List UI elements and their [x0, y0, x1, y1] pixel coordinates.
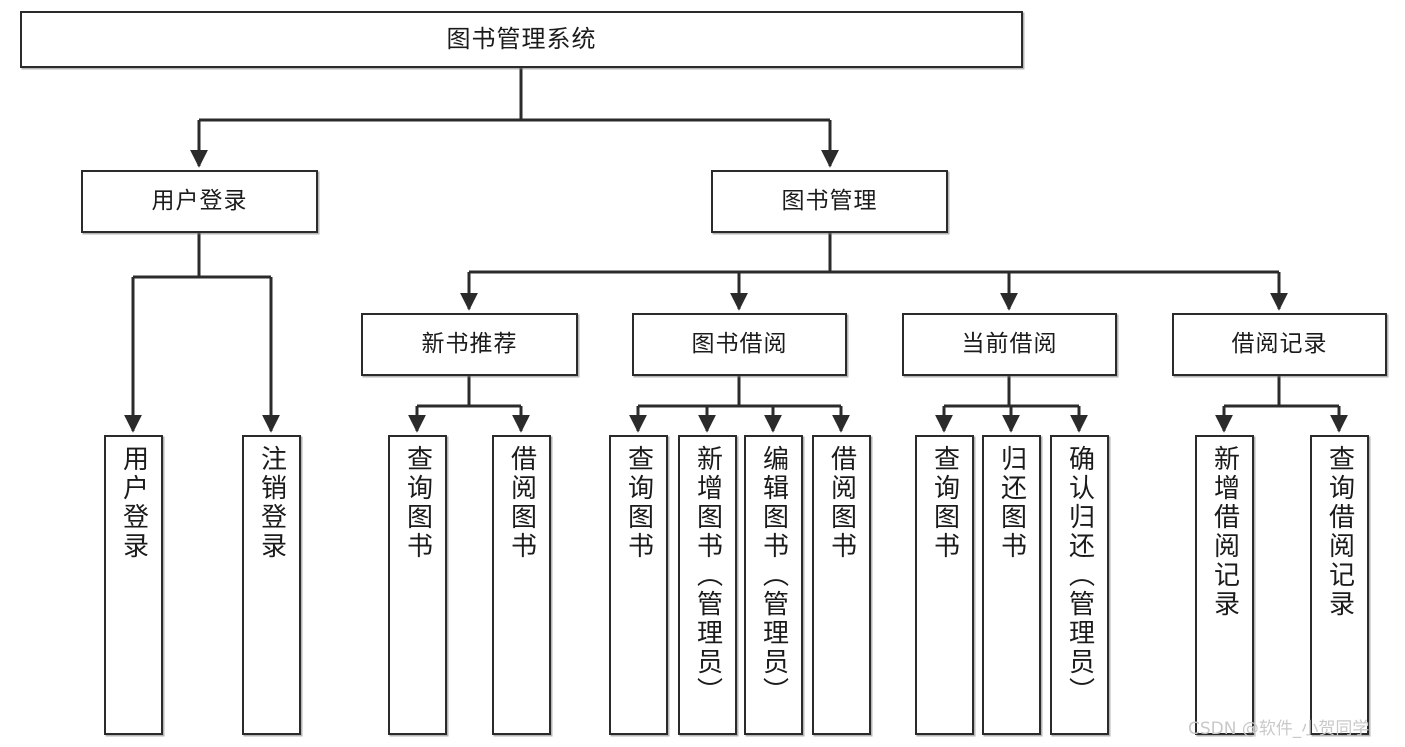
leaf-query-book-recommend[interactable]: 查询图书 [388, 435, 447, 735]
leaf-add-book-admin[interactable]: 新增图书（管理员） [678, 435, 737, 735]
leaf-query-book-borrow[interactable]: 查询图书 [609, 435, 668, 735]
node-book-management[interactable]: 图书管理 [711, 170, 948, 233]
node-user-login[interactable]: 用户登录 [81, 170, 318, 233]
node-label: 新增图书（管理员） [692, 445, 723, 706]
node-label: 图书管理 [781, 187, 878, 214]
node-label: 新增借阅记录 [1209, 445, 1240, 619]
leaf-query-borrow-record[interactable]: 查询借阅记录 [1310, 435, 1369, 735]
csdn-watermark: CSDN @软件_小贺同学 [1188, 719, 1370, 739]
node-root-book-management-system[interactable]: 图书管理系统 [20, 11, 1023, 68]
leaf-query-book-current[interactable]: 查询图书 [915, 435, 974, 735]
node-new-book-recommend[interactable]: 新书推荐 [361, 313, 578, 376]
node-label: 归还图书 [996, 445, 1027, 561]
leaf-add-borrow-record[interactable]: 新增借阅记录 [1195, 435, 1254, 735]
leaf-borrow-book-recommend[interactable]: 借阅图书 [492, 435, 551, 735]
node-book-borrow[interactable]: 图书借阅 [632, 313, 847, 376]
node-label: 查询图书 [402, 445, 433, 561]
node-label: 借阅记录 [1231, 330, 1328, 357]
node-label: 新书推荐 [421, 330, 518, 357]
node-label: 图书借阅 [691, 330, 788, 357]
leaf-confirm-return-admin[interactable]: 确认归还（管理员） [1050, 435, 1109, 735]
node-borrow-record[interactable]: 借阅记录 [1172, 313, 1387, 376]
node-label: 查询图书 [623, 445, 654, 561]
leaf-edit-book-admin[interactable]: 编辑图书（管理员） [744, 435, 803, 735]
node-label: 借阅图书 [826, 445, 857, 561]
node-label: 借阅图书 [506, 445, 537, 561]
leaf-borrow-book[interactable]: 借阅图书 [812, 435, 871, 735]
node-label: 查询图书 [929, 445, 960, 561]
node-label: 图书管理系统 [446, 25, 597, 54]
node-label: 编辑图书（管理员） [758, 445, 789, 706]
node-label: 当前借阅 [961, 330, 1058, 357]
node-current-borrow[interactable]: 当前借阅 [902, 313, 1117, 376]
node-label: 用户登录 [151, 187, 248, 214]
leaf-user-login[interactable]: 用户登录 [104, 435, 163, 735]
node-label: 用户登录 [118, 445, 149, 561]
leaf-return-book[interactable]: 归还图书 [982, 435, 1041, 735]
node-label: 注销登录 [256, 445, 287, 561]
leaf-logout-login[interactable]: 注销登录 [242, 435, 301, 735]
node-label: 查询借阅记录 [1324, 445, 1355, 619]
node-label: 确认归还（管理员） [1064, 445, 1095, 706]
